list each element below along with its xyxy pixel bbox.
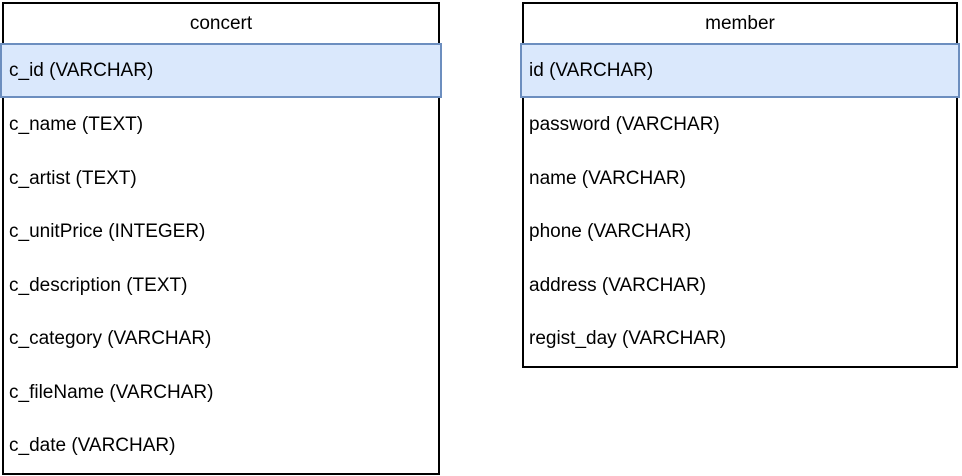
- table-row[interactable]: name (VARCHAR): [524, 152, 956, 206]
- column-label: c_fileName (VARCHAR): [9, 381, 214, 403]
- table-row[interactable]: c_fileName (VARCHAR): [4, 366, 438, 420]
- table-row[interactable]: c_unitPrice (INTEGER): [4, 205, 438, 259]
- column-label: id (VARCHAR): [529, 60, 654, 81]
- column-label: address (VARCHAR): [529, 274, 707, 296]
- column-label: password (VARCHAR): [529, 114, 720, 136]
- table-row-highlighted[interactable]: c_id (VARCHAR): [0, 43, 442, 98]
- column-label: c_name (TEXT): [9, 114, 144, 136]
- table-concert[interactable]: concert c_id (VARCHAR) c_name (TEXT) c_art…: [0, 2, 442, 475]
- table-row[interactable]: c_name (TEXT): [4, 98, 438, 152]
- column-label: regist_day (VARCHAR): [529, 328, 727, 350]
- table-concert-title: concert: [189, 13, 253, 34]
- column-label: c_unitPrice (INTEGER): [9, 221, 206, 243]
- column-label: c_artist (TEXT): [9, 167, 137, 189]
- column-label: c_date (VARCHAR): [9, 435, 176, 457]
- table-concert-header[interactable]: concert: [4, 4, 438, 43]
- table-row[interactable]: c_description (TEXT): [4, 259, 438, 313]
- column-label: c_description (TEXT): [9, 274, 188, 296]
- table-row[interactable]: c_date (VARCHAR): [4, 419, 438, 473]
- table-concert-rows: c_id (VARCHAR) c_name (TEXT) c_artist (TEX…: [0, 43, 442, 473]
- column-label: c_id (VARCHAR): [9, 60, 154, 81]
- column-label: c_category (VARCHAR): [9, 328, 212, 350]
- table-row-highlighted[interactable]: id (VARCHAR): [520, 43, 960, 98]
- table-member-title: member: [705, 13, 775, 34]
- table-row[interactable]: address (VARCHAR): [524, 259, 956, 313]
- column-label: phone (VARCHAR): [529, 221, 692, 243]
- table-row[interactable]: regist_day (VARCHAR): [524, 312, 956, 366]
- table-member-rows: id (VARCHAR) password (VARCHAR) name (VARC…: [520, 43, 960, 366]
- table-row[interactable]: c_category (VARCHAR): [4, 312, 438, 366]
- table-member-header[interactable]: member: [524, 4, 956, 43]
- table-member[interactable]: member id (VARCHAR) password (VARCHAR) nam…: [520, 2, 960, 368]
- table-row[interactable]: password (VARCHAR): [524, 98, 956, 152]
- column-label: name (VARCHAR): [529, 167, 686, 189]
- table-row[interactable]: c_artist (TEXT): [4, 152, 438, 206]
- table-row[interactable]: phone (VARCHAR): [524, 205, 956, 259]
